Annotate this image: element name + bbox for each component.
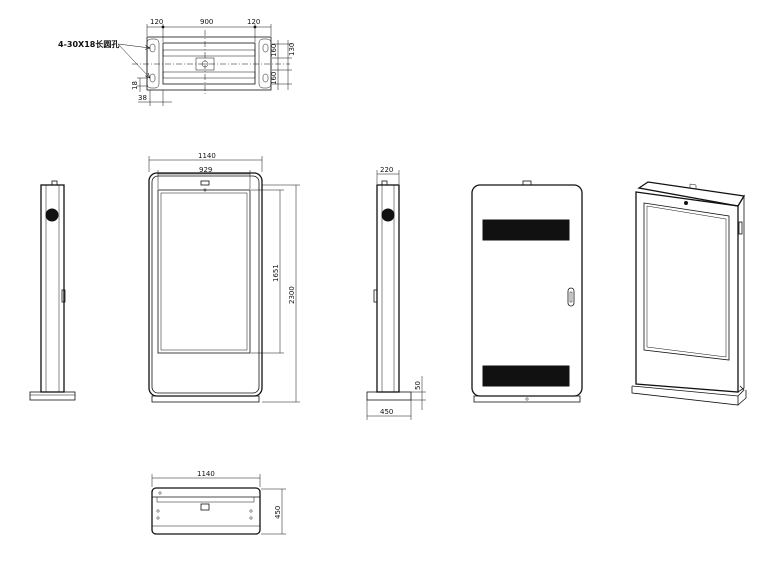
dim-screen-height: 1651 xyxy=(272,264,280,282)
bottom-dims: 1140 450 xyxy=(151,470,286,535)
dim-total-height: 2300 xyxy=(288,286,296,304)
dim-right-width: 120 xyxy=(247,18,260,26)
dim-base-height: 50 xyxy=(414,381,422,390)
dim-total-width: 1140 xyxy=(198,152,216,160)
rear-vent-bottom xyxy=(482,365,570,387)
dim-right-bottom: 160 xyxy=(270,72,278,85)
dim-right-mid: 130 xyxy=(288,43,296,56)
dimension-left-bottom: 18 38 xyxy=(131,77,172,106)
side-speaker xyxy=(381,208,395,222)
bottom-view: 1140 450 xyxy=(151,470,286,535)
front-height-dims: 1651 2300 xyxy=(251,184,300,403)
front-width-dims: 1140 929 xyxy=(148,152,263,189)
dim-bottom-width: 1140 xyxy=(197,470,215,478)
dim-bottom-left: 38 xyxy=(138,94,147,102)
dim-left-small: 18 xyxy=(131,81,139,90)
dim-bottom-depth: 450 xyxy=(274,506,282,519)
dim-right-top: 160 xyxy=(270,44,278,57)
rear-vent-top xyxy=(482,219,570,241)
dimension-right-chain: 160 130 160 xyxy=(270,40,296,90)
dim-top-width: 220 xyxy=(380,166,393,174)
dim-center-width: 900 xyxy=(200,18,213,26)
base-plate-outline xyxy=(146,36,272,91)
centerlines xyxy=(132,30,290,96)
perspective-view xyxy=(631,181,747,406)
front-screen xyxy=(157,189,251,354)
side-dims: 220 50 450 xyxy=(366,166,426,420)
right-side-view: 220 50 450 xyxy=(366,166,426,420)
side-speaker xyxy=(45,208,59,222)
perspective-screen xyxy=(643,202,730,361)
slot-hole-label: 4-30X18长圆孔 xyxy=(58,39,119,49)
dimension-top-chain: 120 900 120 xyxy=(146,18,272,42)
front-view: 1140 929 1651 2300 xyxy=(148,152,300,403)
rear-view xyxy=(471,180,583,403)
slot-hole-note: 4-30X18长圆孔 xyxy=(58,39,150,78)
dim-left-width: 120 xyxy=(150,18,163,26)
dim-screen-width: 929 xyxy=(199,166,212,174)
left-side-view xyxy=(29,180,76,401)
slot-holes xyxy=(149,43,269,83)
top-view: 120 900 120 160 130 160 18 38 xyxy=(58,18,296,106)
dim-base-width: 450 xyxy=(380,408,393,416)
rear-lock xyxy=(567,287,575,307)
